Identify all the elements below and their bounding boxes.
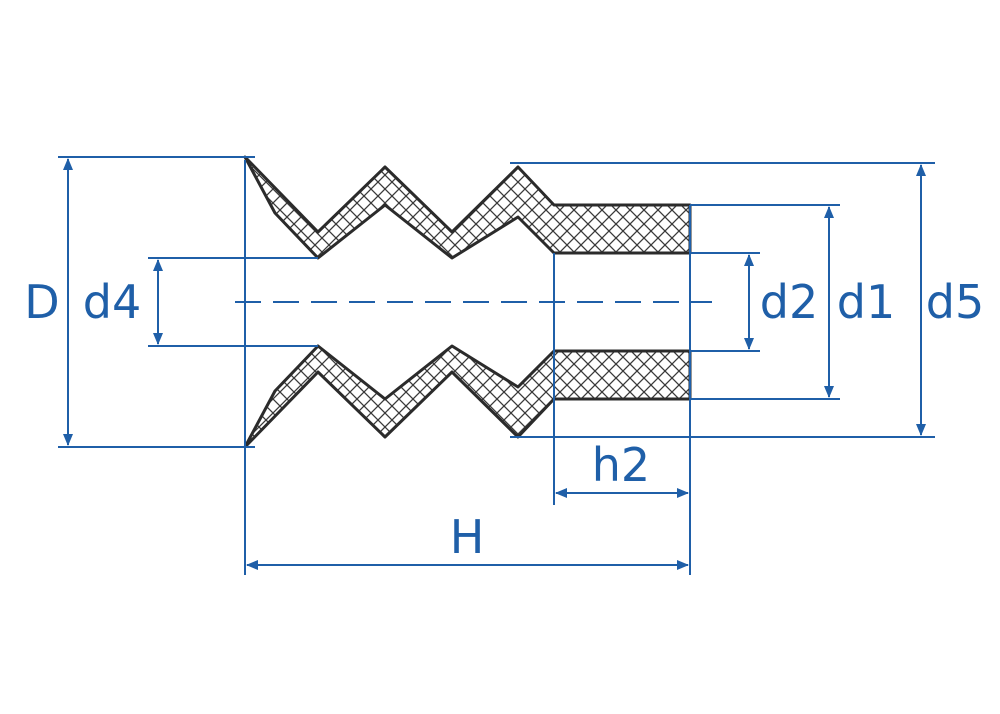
- dimension-lines: [63, 158, 926, 570]
- label-d5: d5: [926, 275, 984, 329]
- bellows-upper-profile: [243, 155, 692, 260]
- label-D: D: [24, 275, 59, 329]
- bellows-lower-profile: [243, 344, 692, 449]
- extension-lines: [58, 156, 935, 575]
- label-h2: h2: [592, 438, 650, 492]
- label-d4: d4: [83, 275, 141, 329]
- label-d1: d1: [837, 275, 895, 329]
- label-H: H: [450, 510, 485, 564]
- label-d2: d2: [760, 275, 818, 329]
